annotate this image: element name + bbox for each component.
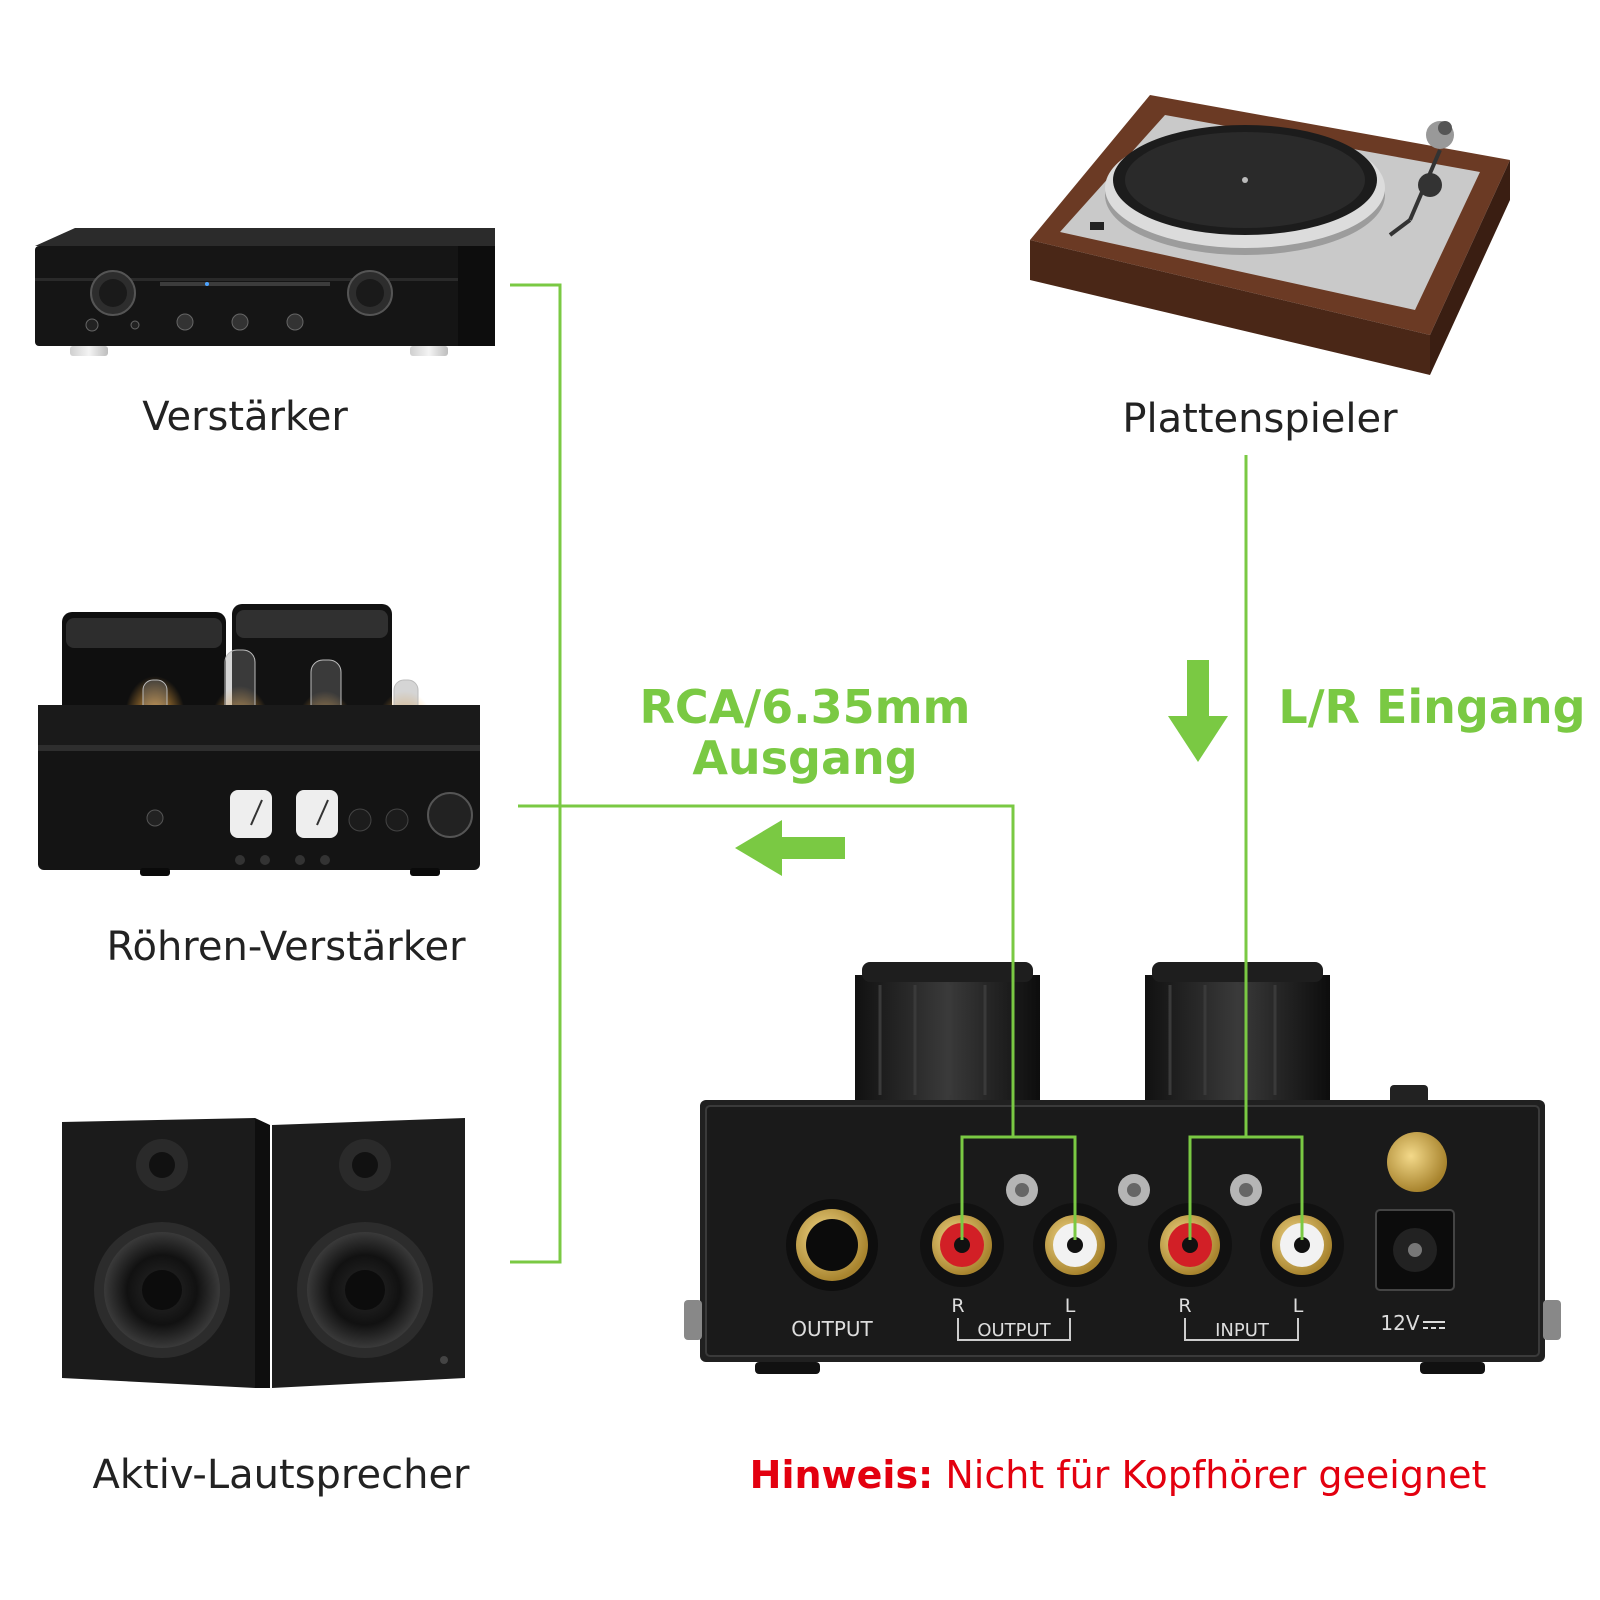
output-connection-label-line1: RCA/6.35mm — [640, 680, 971, 734]
turntable-label: Plattenspieler — [1122, 396, 1398, 442]
dc-symbol-icon — [1423, 1321, 1445, 1329]
note-prefix: Hinweis: — [750, 1453, 934, 1497]
rca-output-r-label: R — [951, 1295, 964, 1317]
note-body: Nicht für Kopfhörer geeignet — [933, 1453, 1486, 1497]
tube-amplifier-label: Röhren-Verstärker — [106, 924, 466, 970]
arrow-down-icon — [1168, 660, 1228, 762]
jack-output-label: OUTPUT — [791, 1317, 873, 1341]
connection-lines — [510, 283, 1304, 1264]
input-rca-split-line — [1188, 1135, 1304, 1240]
amplifier-image — [35, 228, 495, 356]
rca-output-l-label: L — [1065, 1295, 1076, 1317]
speakers-image — [62, 1118, 465, 1388]
speakers-label: Aktiv-Lautsprecher — [93, 1452, 471, 1498]
note-text: Hinweis: Nicht für Kopfhörer geeignet — [750, 1453, 1487, 1497]
tube-amplifier-image — [38, 604, 480, 876]
power-label: 12V — [1380, 1311, 1419, 1335]
arrow-left-icon — [735, 820, 845, 876]
turntable-image — [1030, 95, 1510, 375]
output-connection-label-line2: Ausgang — [692, 731, 917, 785]
preamp-image — [684, 962, 1561, 1374]
amplifier-label: Verstärker — [142, 394, 348, 440]
output-bus-line — [510, 283, 562, 1264]
rca-input-l-label: L — [1293, 1295, 1304, 1317]
rca-input-group-label: INPUT — [1215, 1320, 1270, 1341]
input-connection-label: L/R Eingang — [1278, 680, 1585, 734]
rca-output-group-label: OUTPUT — [977, 1320, 1051, 1341]
rca-input-r-label: R — [1178, 1295, 1191, 1317]
output-feed-line — [560, 804, 1015, 1137]
output-rca-split-line — [960, 1135, 1077, 1240]
